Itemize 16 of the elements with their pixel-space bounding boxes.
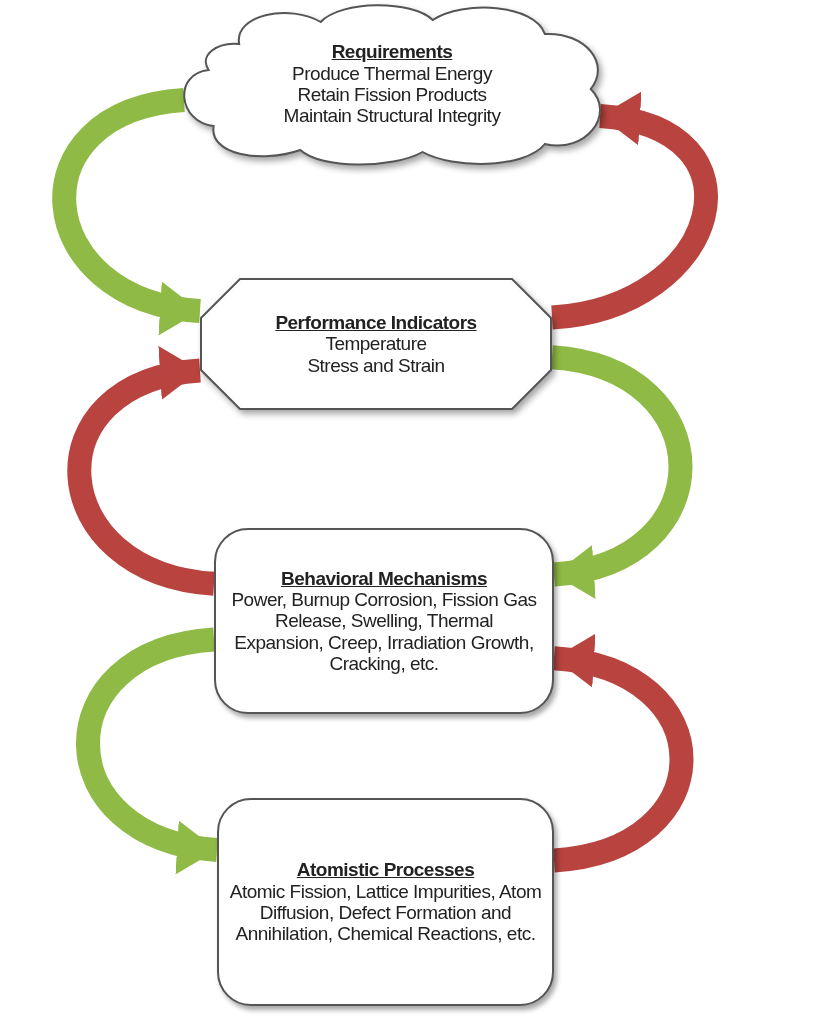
- node-heading: Performance Indicators: [275, 312, 477, 334]
- node-heading: Atomistic Processes: [296, 859, 475, 881]
- curved-arrow: [552, 637, 694, 873]
- curved-arrow: [52, 88, 202, 332]
- curved-arrow: [76, 627, 219, 871]
- node-text: Maintain Structural Integrity: [283, 105, 501, 127]
- node-text: Power, Burnup Corrosion, Fission Gas Release, Swelling, Thermal Expansion, Creep, Irradiation Growth, Cracking, etc.: [230, 589, 538, 675]
- node-text: Atomic Fission, Lattice Impurities, Atom Diffusion, Defect Formation and Annihilation, Chemical Reactions, etc.: [229, 880, 542, 945]
- node-text: Stress and Strain: [307, 354, 445, 376]
- node-heading: Behavioral Mechanisms: [281, 567, 487, 590]
- node-heading: Requirements: [331, 41, 453, 63]
- node-text: Produce Thermal Energy: [292, 62, 492, 84]
- rounded-box: [217, 798, 554, 1006]
- rounded-box: [214, 528, 554, 714]
- node-text: Temperature: [325, 333, 427, 355]
- node-text: Retain Fission Products: [297, 84, 487, 106]
